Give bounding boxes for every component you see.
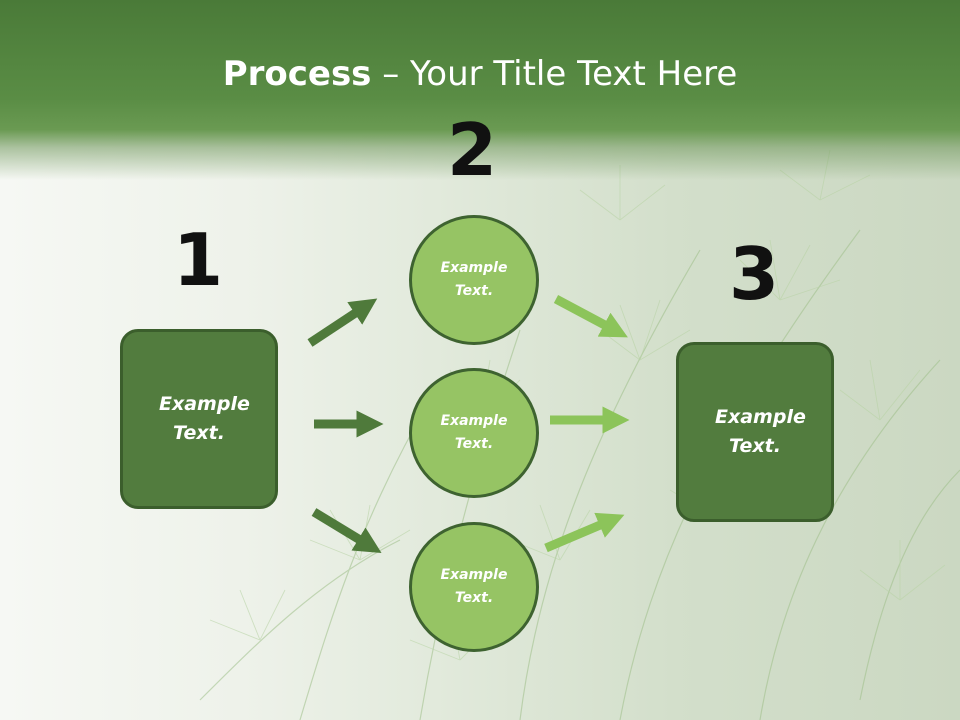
left-process-box: Example Text. bbox=[120, 329, 278, 509]
header-band bbox=[0, 0, 960, 180]
left-box-text: Example Text. bbox=[159, 393, 250, 444]
step-number-3: 3 bbox=[728, 232, 780, 316]
step-number-1: 1 bbox=[172, 218, 224, 302]
title-rest: – Your Title Text Here bbox=[371, 54, 738, 94]
process-circle-1: Example Text. bbox=[409, 215, 539, 345]
step-number-2: 2 bbox=[446, 108, 498, 192]
title-bold: Process bbox=[222, 54, 372, 94]
right-box-text: Example Text. bbox=[715, 406, 806, 457]
process-circle-2: Example Text. bbox=[409, 368, 539, 498]
process-circle-3: Example Text. bbox=[409, 522, 539, 652]
right-process-box: Example Text. bbox=[676, 342, 834, 522]
slide-title: Process – Your Title Text Here bbox=[0, 52, 960, 96]
circle-2-text: Example Text. bbox=[440, 413, 508, 452]
circle-1-text: Example Text. bbox=[440, 260, 508, 299]
circle-3-text: Example Text. bbox=[440, 567, 508, 606]
